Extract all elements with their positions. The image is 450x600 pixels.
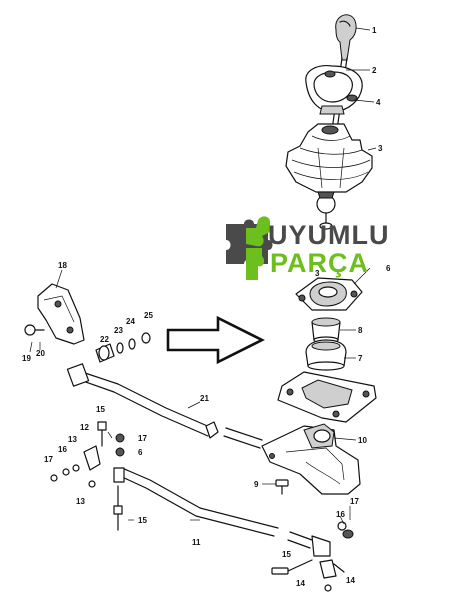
callout-17b: 17 <box>138 434 147 443</box>
callout-2: 2 <box>372 66 377 75</box>
callout-10: 10 <box>358 436 367 445</box>
lever-pivot-ball <box>316 191 336 230</box>
callout-14a: 14 <box>296 579 305 588</box>
brand-watermark: UYUMLU PARÇA <box>226 216 390 280</box>
puzzle-piece-logo <box>226 216 273 280</box>
callout-17c: 17 <box>350 497 359 506</box>
screw-20 <box>24 324 45 336</box>
callout-13b: 13 <box>76 497 85 506</box>
shift-rod-11 <box>119 467 331 557</box>
callout-8: 8 <box>358 326 363 335</box>
callout-13a: 13 <box>68 435 77 444</box>
callout-16a: 16 <box>58 445 67 454</box>
callout-3: 3 <box>378 144 383 153</box>
callout-24: 24 <box>126 317 135 326</box>
bolt-9 <box>275 479 289 495</box>
linkage-joint-left <box>50 433 125 488</box>
mounting-bracket <box>37 283 85 345</box>
callout-22: 22 <box>100 335 109 344</box>
ball-seat <box>305 339 347 371</box>
leader-lines <box>29 27 377 525</box>
callout-17a: 17 <box>44 455 53 464</box>
callout-6b: 6 <box>138 448 143 457</box>
pivot-bracket <box>295 277 363 311</box>
callout-4: 4 <box>376 98 381 107</box>
callout-7: 7 <box>358 354 363 363</box>
direction-arrow-icon <box>166 315 265 365</box>
bolt-15-upper <box>97 421 107 447</box>
callout-18: 18 <box>58 261 67 270</box>
callout-11: 11 <box>192 538 201 547</box>
callout-16b: 16 <box>336 510 345 519</box>
callout-12: 12 <box>80 423 89 432</box>
seat-bushing <box>311 317 341 344</box>
callout-20: 20 <box>36 349 45 358</box>
bolt-15-lower <box>113 485 123 531</box>
callout-15c: 15 <box>282 550 291 559</box>
callout-14b: 14 <box>346 576 355 585</box>
callout-19: 19 <box>22 354 31 363</box>
callout-labels: 1 2 4 3 6 3 8 7 10 18 25 24 23 22 20 19 … <box>22 26 391 588</box>
callout-3b: 3 <box>315 269 320 278</box>
callout-25: 25 <box>144 311 153 320</box>
callout-23: 23 <box>114 326 123 335</box>
callout-15b: 15 <box>138 516 147 525</box>
callout-1: 1 <box>372 26 377 35</box>
bushing-stack <box>95 332 151 363</box>
callout-6: 6 <box>386 264 391 273</box>
rubber-boot <box>285 123 373 193</box>
callout-21: 21 <box>200 394 209 403</box>
boot-retainer-ring <box>305 65 363 115</box>
watermark-line2: PARÇA <box>270 248 369 278</box>
watermark-line1: UYUMLU <box>268 220 390 250</box>
callout-9: 9 <box>254 480 259 489</box>
shift-knob <box>335 14 357 61</box>
callout-15a: 15 <box>96 405 105 414</box>
linkage-joint-right <box>271 521 354 592</box>
guide-plate <box>277 371 377 423</box>
shift-rod-21 <box>66 363 263 449</box>
lever-housing <box>261 423 361 495</box>
